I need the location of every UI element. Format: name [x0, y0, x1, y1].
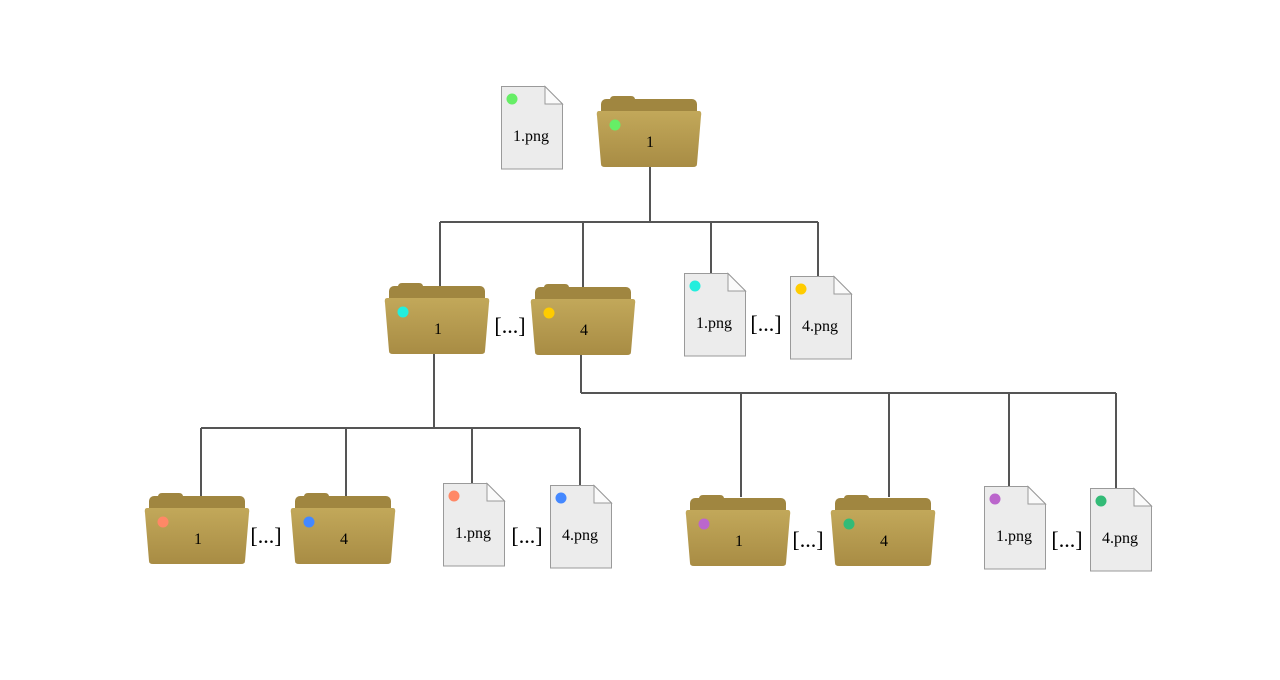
file-icon: [550, 484, 613, 569]
folder-icon: [830, 495, 936, 566]
file-label: 4.png: [562, 527, 598, 544]
file-icon: [501, 85, 564, 170]
folder-node-root-folder[interactable]: 1: [596, 96, 702, 167]
color-dot: [689, 280, 701, 292]
tree-nodes: 1.png 1 1 4 1.png 4.png 1 4 1.png 4.png 1 4 1.png 4.p…: [144, 85, 1153, 572]
file-label: 1.png: [996, 528, 1032, 545]
ellipsis-marker: [...]: [1051, 527, 1082, 552]
ellipsis-marker: [...]: [792, 527, 823, 552]
folder-label: 1: [646, 134, 654, 151]
folder-label: 4: [880, 533, 888, 550]
file-icon: [790, 275, 853, 360]
ellipsis-marker: [...]: [250, 523, 281, 548]
color-dot: [843, 518, 855, 530]
color-dot: [989, 493, 1001, 505]
folder-node-l1-folder-4[interactable]: 4: [530, 284, 636, 355]
file-node-l2a-file-4[interactable]: 4.png: [550, 484, 613, 569]
color-dot: [555, 492, 567, 504]
file-node-l1-file-4[interactable]: 4.png: [790, 275, 853, 360]
folder-node-l2b-folder-4[interactable]: 4: [830, 495, 936, 566]
file-node-root-file[interactable]: 1.png: [501, 85, 564, 170]
color-dot: [506, 93, 518, 105]
file-icon: [443, 482, 506, 567]
color-dot: [795, 283, 807, 295]
folder-node-l2b-folder-1[interactable]: 1: [685, 495, 791, 566]
folder-label: 4: [340, 531, 348, 548]
folder-node-l2a-folder-4[interactable]: 4: [290, 493, 396, 564]
ellipsis-marker: [...]: [511, 523, 542, 548]
file-icon: [1090, 487, 1153, 572]
ellipsis-marker: [...]: [750, 311, 781, 336]
folder-node-l2a-folder-1[interactable]: 1: [144, 493, 250, 564]
file-label: 1.png: [696, 315, 732, 332]
file-node-l2b-file-1[interactable]: 1.png: [984, 485, 1047, 570]
file-node-l1-file-1[interactable]: 1.png: [684, 272, 747, 357]
folder-icon: [596, 96, 702, 167]
file-label: 1.png: [455, 525, 491, 542]
file-label: 4.png: [802, 318, 838, 335]
folder-icon: [144, 493, 250, 564]
file-label: 4.png: [1102, 530, 1138, 547]
file-icon: [684, 272, 747, 357]
folder-icon: [384, 283, 490, 354]
color-dot: [1095, 495, 1107, 507]
folder-label: 1: [735, 533, 743, 550]
color-dot: [157, 516, 169, 528]
folder-label: 1: [194, 531, 202, 548]
color-dot: [303, 516, 315, 528]
folder-label: 1: [434, 321, 442, 338]
folder-icon: [290, 493, 396, 564]
folder-icon: [530, 284, 636, 355]
color-dot: [698, 518, 710, 530]
folder-label: 4: [580, 322, 588, 339]
color-dot: [448, 490, 460, 502]
folder-icon: [685, 495, 791, 566]
ellipsis-markers: [...] [...] [...] [...] [...] [...]: [250, 311, 1082, 552]
file-icon: [984, 485, 1047, 570]
connector-lines: [200, 167, 1117, 497]
color-dot: [397, 306, 409, 318]
color-dot: [609, 119, 621, 131]
file-node-l2b-file-4[interactable]: 4.png: [1090, 487, 1153, 572]
file-label: 1.png: [513, 128, 549, 145]
folder-node-l1-folder-1[interactable]: 1: [384, 283, 490, 354]
color-dot: [543, 307, 555, 319]
file-node-l2a-file-1[interactable]: 1.png: [443, 482, 506, 567]
ellipsis-marker: [...]: [494, 313, 525, 338]
